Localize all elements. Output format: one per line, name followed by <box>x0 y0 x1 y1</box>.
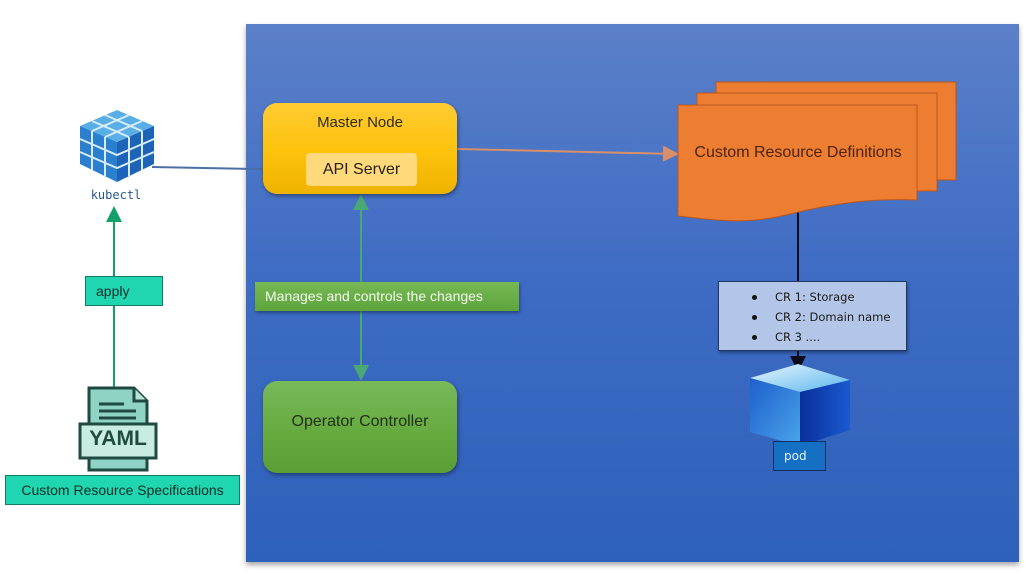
kubectl-cube-icon <box>79 110 155 182</box>
custom-resource-specifications-label: Custom Resource Specifications <box>5 475 240 505</box>
custom-resource-definitions-label: Custom Resource Definitions <box>694 144 902 161</box>
bullet-icon <box>752 335 757 340</box>
bullet-icon <box>752 295 757 300</box>
cr-item: CR 2: Domain name <box>752 308 906 328</box>
master-node-title: Master Node <box>317 114 403 131</box>
api-server[interactable]: API Server <box>306 153 417 186</box>
kubectl-label: kubectl <box>90 188 142 202</box>
cr-item: CR 3 .... <box>752 328 906 348</box>
yaml-file-icon <box>78 386 158 472</box>
custom-resource-list: CR 1: Storage CR 2: Domain name CR 3 ...… <box>718 281 907 351</box>
pod-cube-icon <box>750 364 850 446</box>
edge-master-crd <box>456 145 679 162</box>
cr-item: CR 1: Storage <box>752 288 906 308</box>
pod-label: pod <box>773 441 826 471</box>
apply-label: apply <box>85 276 163 306</box>
manages-label: Manages and controls the changes <box>255 282 519 311</box>
yaml-text: YAML <box>89 427 147 450</box>
crd-document-stack-icon <box>677 81 957 222</box>
bullet-icon <box>752 315 757 320</box>
operator-controller[interactable]: Operator Controller <box>263 381 457 473</box>
